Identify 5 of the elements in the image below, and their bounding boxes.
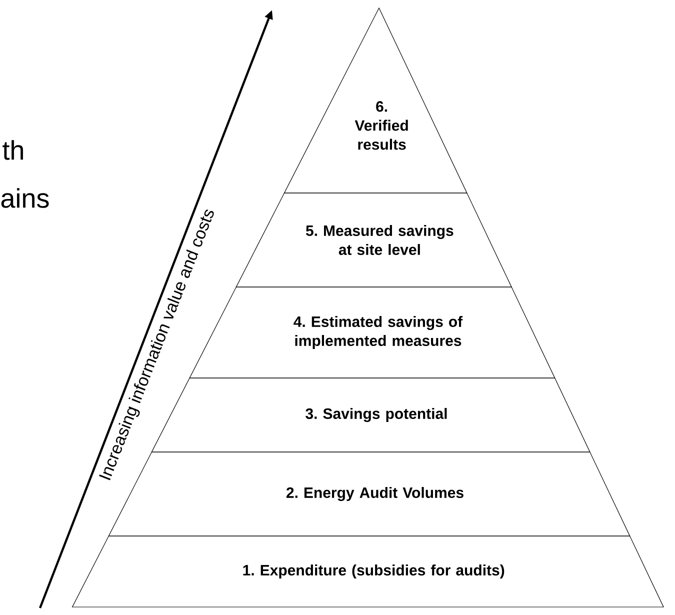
- pyramid-band: 5. Measured savings at site level: [236, 192, 512, 288]
- body-text: th: [2, 140, 23, 160]
- pyramid-band: 3. Savings potential: [151, 378, 590, 452]
- pyramid-band: 4. Estimated savings of implemented measures: [189, 286, 556, 378]
- body-text: ains: [1, 188, 49, 208]
